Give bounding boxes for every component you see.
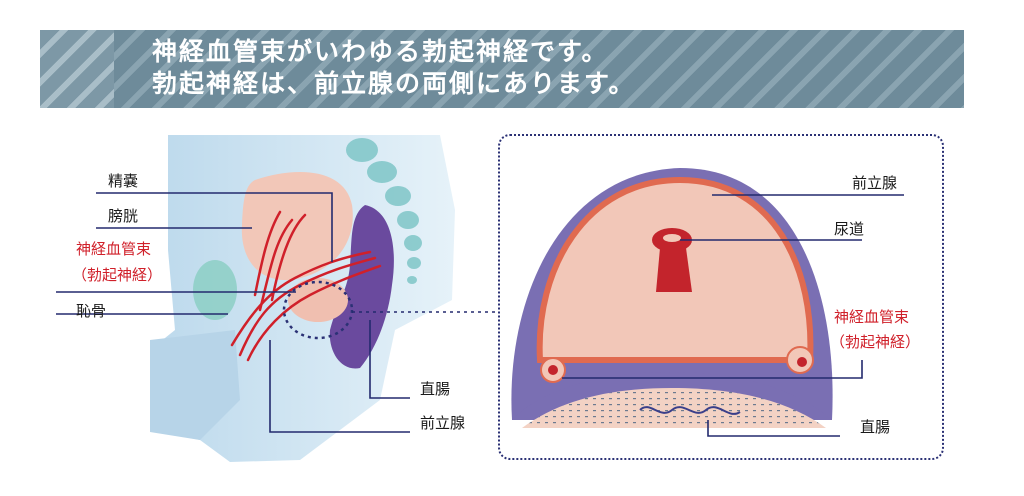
prostate-shape xyxy=(288,278,348,322)
label-rectum-right: 直腸 xyxy=(860,418,891,436)
label-pubic-bone: 恥骨 xyxy=(76,302,107,320)
label-seminal-vesicle: 精嚢 xyxy=(108,172,139,190)
label-nerve-bundle-left-2: （勃起神経） xyxy=(72,266,163,284)
label-prostate-left: 前立腺 xyxy=(420,414,466,432)
banner-line-2: 勃起神経は、前立腺の両側にあります。 xyxy=(152,69,636,98)
banner-text: 神経血管束がいわゆる勃起神経です。 勃起神経は、前立腺の両側にあります。 xyxy=(152,36,636,100)
cross-section-view xyxy=(511,168,904,437)
label-rectum-left: 直腸 xyxy=(420,380,451,398)
rectum-shape xyxy=(329,205,394,369)
right-leader-lines xyxy=(562,194,904,437)
label-nerve-bundle-left-1: 神経血管束 xyxy=(76,240,152,258)
label-nerve-bundle-right-2: （勃起神経） xyxy=(830,333,921,351)
label-nerve-bundle-right-1: 神経血管束 xyxy=(834,308,910,326)
label-urethra: 尿道 xyxy=(834,220,865,238)
pubic-bone-shape xyxy=(193,260,237,320)
spine xyxy=(346,138,422,284)
sagittal-view xyxy=(56,135,498,462)
neurovascular-bundle xyxy=(230,210,382,362)
nerve-bundles-cross xyxy=(540,346,814,383)
urethra-shape xyxy=(652,228,692,292)
banner-line-1: 神経血管束がいわゆる勃起神経です。 xyxy=(152,37,609,66)
banner-stripe xyxy=(114,30,964,108)
title-banner: 神経血管束がいわゆる勃起神経です。 勃起神経は、前立腺の両側にあります。 xyxy=(40,30,964,108)
body-lower xyxy=(150,330,240,440)
rectum-wave xyxy=(639,406,741,415)
left-leader-lines xyxy=(56,192,498,433)
label-prostate-right: 前立腺 xyxy=(852,174,898,192)
label-bladder: 膀胱 xyxy=(108,207,139,225)
prostate-highlight-circle xyxy=(282,280,354,340)
cross-section-frame xyxy=(498,134,944,460)
